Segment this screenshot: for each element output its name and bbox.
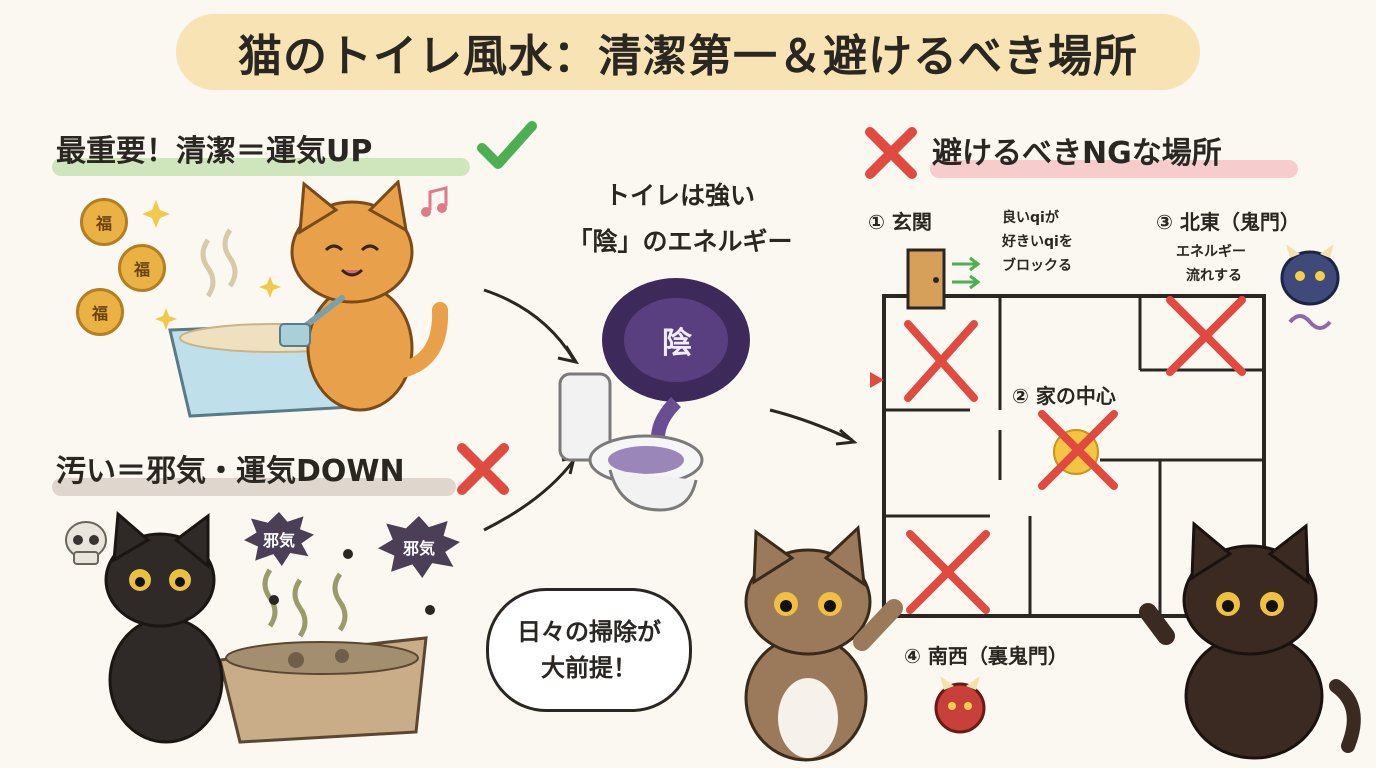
heading-underline-green <box>52 158 470 176</box>
yin-energy-text-line1: トイレは強い <box>604 181 755 210</box>
yin-vortex-toilet-illustration <box>558 278 750 512</box>
skull-icon <box>65 521 107 565</box>
door-icon <box>906 248 981 310</box>
flow-arrows <box>483 288 858 532</box>
entrance-note-line2: 好きいqiを <box>1002 234 1073 250</box>
daily-cleaning-speech-bubble: 日々の掃除が 大前提！ <box>486 588 692 712</box>
yin-energy-text-line2: 「陰」のエネルギー <box>567 227 793 256</box>
heading-dirty-luck-down: 汚い＝邪気・運気DOWN <box>56 454 405 489</box>
tortoiseshell-cat-illustration <box>1139 520 1361 760</box>
vortex-yin-char: 陰 <box>662 326 692 361</box>
tabby-cat-illustration <box>744 524 903 762</box>
northeast-note-line2: 流れする <box>1186 268 1242 284</box>
cross-icon <box>457 443 509 495</box>
heading-clean-luck-up: 最重要！清潔＝運気UP <box>56 134 373 169</box>
fortune-coin-3: 福 <box>76 288 124 336</box>
entrance-note-line1: 良いqiが <box>1002 210 1059 226</box>
fortune-coin-1: 福 <box>80 198 128 246</box>
blue-oni-icon <box>1280 244 1340 330</box>
heading-underline-pink <box>930 160 1298 178</box>
black-cat-dirty-litter-illustration <box>104 510 435 744</box>
ng-entrance-label: ① 玄関 <box>868 210 932 234</box>
fortune-coin-2: 福 <box>118 244 166 292</box>
happy-cat-clean-litter-illustration <box>142 180 449 418</box>
ng-southwest-label: ④ 南西（裏鬼門） <box>904 644 1068 668</box>
ng-center-label: ② 家の中心 <box>1012 384 1116 408</box>
northeast-note-line1: エネルギー <box>1176 244 1246 260</box>
red-oni-icon <box>934 676 986 734</box>
floor-plan <box>870 294 1266 618</box>
page-title: 猫のトイレ風水：清潔第一＆避けるべき場所 <box>238 31 1138 82</box>
entrance-note-line3: ブロックる <box>1002 258 1072 274</box>
check-icon <box>477 121 537 169</box>
heading-underline-brown <box>52 478 456 496</box>
ng-cross-icon <box>865 127 917 179</box>
title-banner: 猫のトイレ風水：清潔第一＆避けるべき場所 <box>176 14 1200 90</box>
heading-ng-places: 避けるべきNGな場所 <box>932 136 1222 171</box>
ng-northeast-label: ③ 北東（鬼門） <box>1156 210 1300 234</box>
